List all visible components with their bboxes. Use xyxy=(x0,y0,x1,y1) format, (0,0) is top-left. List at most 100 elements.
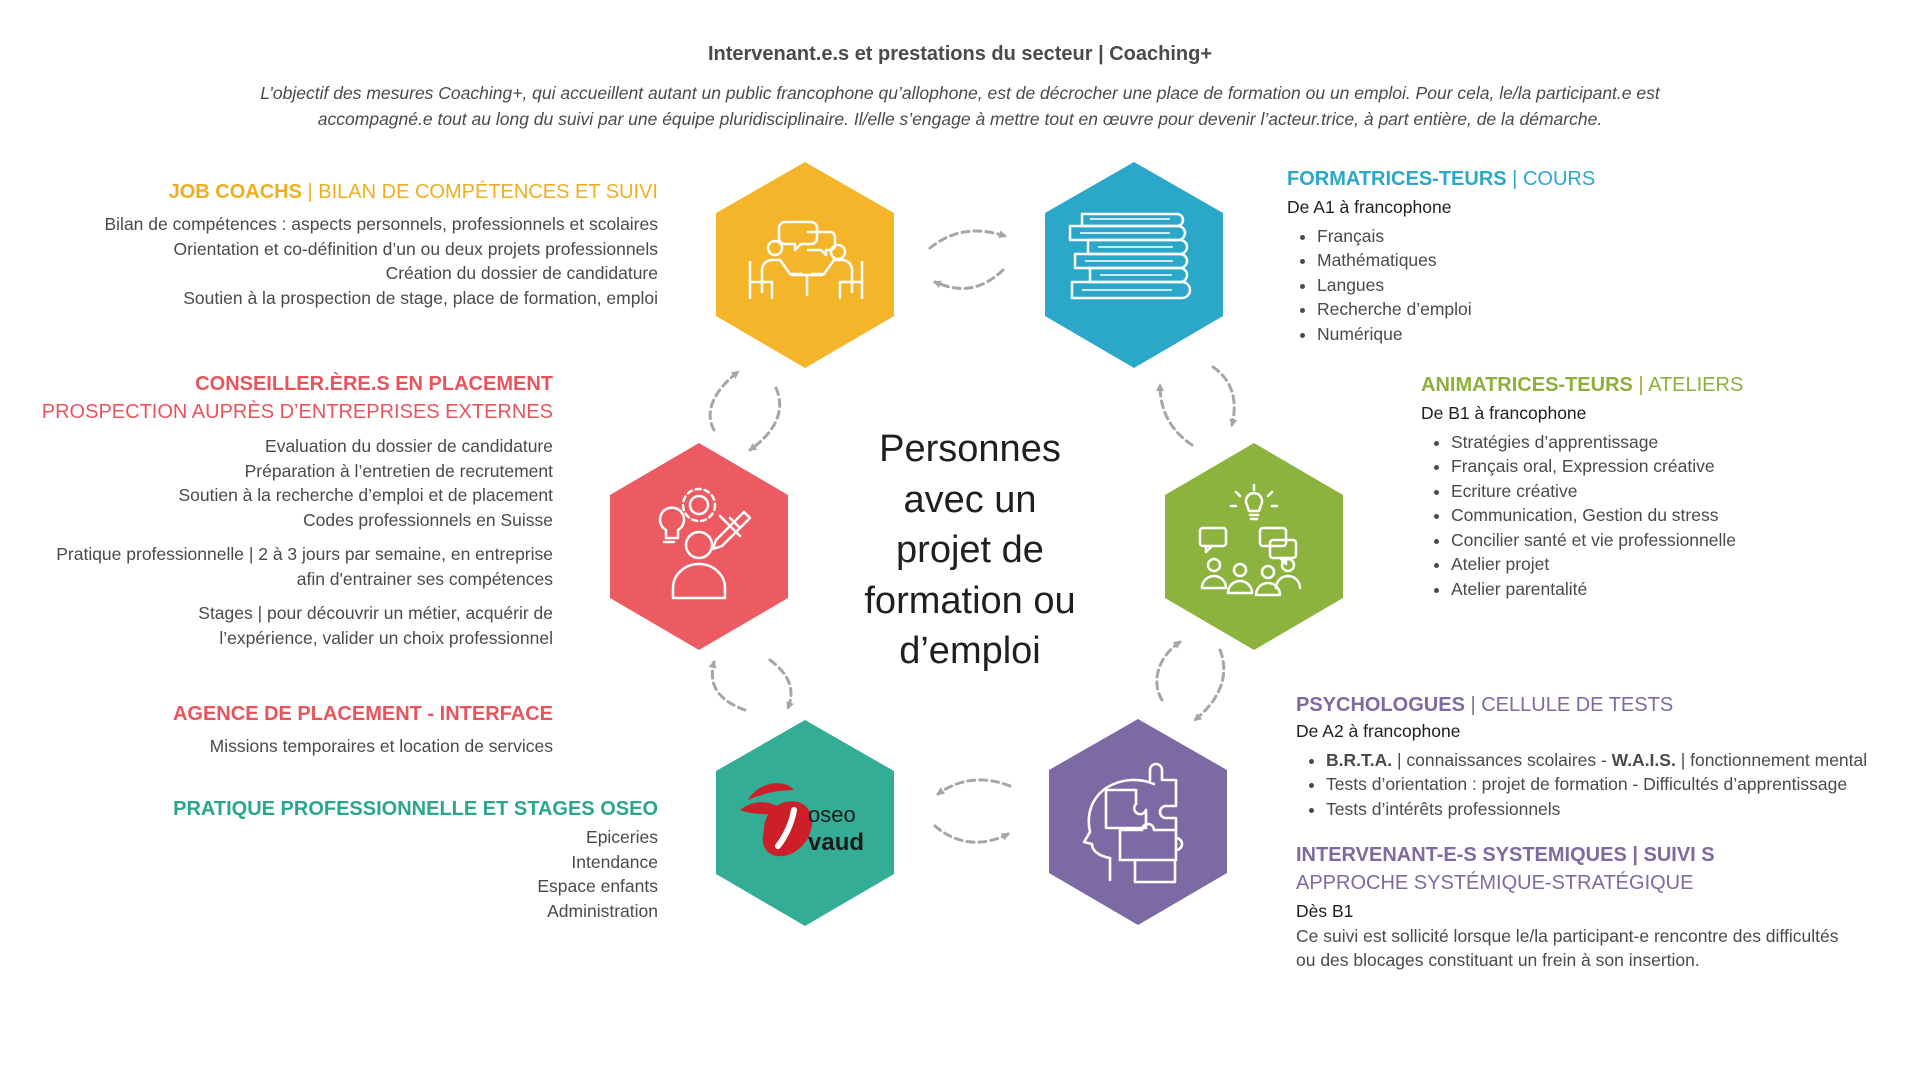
psychologues-heading: PSYCHOLOGUES | CELLULE DE TESTS xyxy=(1296,694,1674,716)
arrow-psychologues-to-animateurs xyxy=(1155,640,1182,702)
oseo-line: Espace enfants xyxy=(537,876,658,896)
books-icon xyxy=(1068,212,1192,300)
oseo-title: PRATIQUE PROFESSIONNELLE ET STAGES OSEO xyxy=(173,798,658,820)
animateurs-subtitle: ATELIERS xyxy=(1648,374,1744,396)
formateurs-subtitle: COURS xyxy=(1522,168,1596,190)
center-line-3: projet de xyxy=(896,529,1044,571)
intro-text: L’objectif des mesures Coaching+, qui ac… xyxy=(120,80,1800,132)
center-line-1: Personnes xyxy=(879,428,1061,470)
conseillers-line: Préparation à l’entretien de recrutement xyxy=(244,460,553,481)
conseillers-subtitle: PROSPECTION AUPRÈS D’ENTREPRISES EXTERNE… xyxy=(41,401,553,423)
oseo-logo-line1: oseo xyxy=(808,802,856,827)
arrow-animateurs-to-formateurs xyxy=(1156,383,1194,447)
arrow-psychologues-to-oseo xyxy=(936,778,1012,796)
list-item: Français xyxy=(1317,224,1595,249)
list-item: Concilier santé et vie professionnelle xyxy=(1451,528,1743,553)
group-discussion-icon xyxy=(1198,483,1302,597)
agence-line: Missions temporaires et location de serv… xyxy=(209,736,553,756)
person-ideas-icon xyxy=(658,487,752,600)
brta-desc: | connaissances scolaires - xyxy=(1392,749,1612,770)
list-item: Langues xyxy=(1317,273,1595,298)
wais-desc: | fonctionnement mental xyxy=(1675,749,1868,770)
agence-heading: AGENCE DE PLACEMENT - INTERFACE xyxy=(173,700,553,728)
oseo-line: Intendance xyxy=(571,851,658,872)
oseo-line: Administration xyxy=(547,900,658,921)
center-label: Personnes avec un projet de formation ou… xyxy=(845,424,1095,677)
list-item: Atelier parentalité xyxy=(1451,577,1743,602)
animateurs-block: ANIMATRICES-TEURS | ATELIERS De B1 à fra… xyxy=(1421,371,1743,601)
job-coachs-block: JOB COACHS | BILAN DE COMPÉTENCES ET SUI… xyxy=(105,178,659,310)
list-item: Mathématiques xyxy=(1317,248,1595,273)
arrow-animateurs-to-psychologues xyxy=(1193,648,1226,722)
arrow-conseillers-to-jobcoach xyxy=(708,370,740,432)
arrow-oseo-to-conseillers xyxy=(708,660,747,712)
agence-title: AGENCE DE PLACEMENT - INTERFACE xyxy=(172,703,553,725)
agence-block: AGENCE DE PLACEMENT - INTERFACE Missions… xyxy=(173,700,553,759)
list-item: Communication, Gestion du stress xyxy=(1451,503,1743,528)
systemiques-subtitle: APPROCHE SYSTÉMIQUE-STRATÉGIQUE xyxy=(1296,872,1694,894)
list-item: Tests d’intérêts professionnels xyxy=(1326,797,1867,822)
list-item: Français oral, Expression créative xyxy=(1451,454,1743,479)
job-coachs-line: Création du dossier de candidature xyxy=(385,263,658,283)
conseillers-title-row: CONSEILLER.ÈRE.S EN PLACEMENT xyxy=(42,370,553,398)
job-coachs-line: Soutien à la prospection de stage, place… xyxy=(183,287,658,308)
psychologues-level: De A2 à francophone xyxy=(1296,721,1461,741)
job-coachs-heading: JOB COACHS | BILAN DE COMPÉTENCES ET SUI… xyxy=(168,181,658,203)
animateurs-heading: ANIMATRICES-TEURS | ATELIERS xyxy=(1421,374,1744,396)
conseillers-line: Soutien à la recherche d’emploi et de pl… xyxy=(178,485,553,505)
list-item: Ecriture créative xyxy=(1451,479,1743,504)
intro-line-1: L’objectif des mesures Coaching+, qui ac… xyxy=(260,83,1660,103)
conseillers-pratique-line: Pratique professionnelle | 2 à 3 jours p… xyxy=(56,544,553,564)
list-item: Recherche d’emploi xyxy=(1317,297,1595,322)
systemiques-heading: INTERVENANT-E-S SYSTEMIQUES | SUIVI S xyxy=(1296,841,1838,869)
psychologues-title: PSYCHOLOGUES xyxy=(1296,694,1465,716)
formateurs-level: De A1 à francophone xyxy=(1287,197,1452,217)
conseillers-block: CONSEILLER.ÈRE.S EN PLACEMENT PROSPECTIO… xyxy=(42,370,553,650)
conseillers-line: Evaluation du dossier de candidature xyxy=(265,436,553,456)
animateurs-level: De B1 à francophone xyxy=(1421,403,1587,423)
arrow-jobcoach-to-conseillers xyxy=(748,386,782,452)
psychologues-list: B.R.T.A. | connaissances scolaires - W.A… xyxy=(1296,748,1867,822)
animateurs-title: ANIMATRICES-TEURS xyxy=(1421,374,1633,396)
arrow-conseillers-to-oseo xyxy=(768,658,794,710)
arrow-formateurs-to-animateurs xyxy=(1211,365,1238,427)
oseo-vaud-logo: oseo vaud xyxy=(740,783,864,857)
arrow-oseo-to-psychologues xyxy=(933,824,1010,844)
oseo-line: Epiceries xyxy=(586,827,658,847)
job-coachs-line: Orientation et co-définition d’un ou deu… xyxy=(173,238,658,259)
meeting-icon xyxy=(748,220,864,300)
systemiques-line: Ce suivi est sollicité lorsque le/la par… xyxy=(1296,925,1839,946)
list-item: B.R.T.A. | connaissances scolaires - W.A… xyxy=(1326,748,1867,773)
conseillers-pratique-line: afin d'entrainer ses compétences xyxy=(296,568,553,589)
arrow-jobcoach-to-formateurs xyxy=(928,229,1007,250)
hexagon-conseillers xyxy=(610,443,788,650)
page-title: Intervenant.e.s et prestations du secteu… xyxy=(707,43,1213,65)
conseillers-stages-line: Stages | pour découvrir un métier, acqué… xyxy=(198,603,553,623)
wais-label: W.A.I.S. xyxy=(1611,749,1676,770)
systemiques-line: ou des blocages constituant un frein à s… xyxy=(1296,950,1700,970)
psychologues-block: PSYCHOLOGUES | CELLULE DE TESTS De A2 à … xyxy=(1296,691,1867,821)
hexagon-formateurs xyxy=(1045,162,1223,368)
job-coachs-title: JOB COACHS xyxy=(168,181,302,203)
center-line-2: avec un xyxy=(903,478,1037,521)
center-line-4: formation ou xyxy=(864,579,1076,622)
list-item: Stratégies d’apprentissage xyxy=(1451,430,1743,455)
hexagon-animateurs xyxy=(1165,443,1343,650)
list-item: Numérique xyxy=(1317,322,1595,347)
oseo-heading: PRATIQUE PROFESSIONNELLE ET STAGES OSEO xyxy=(173,795,658,823)
list-item: Tests d’orientation : projet de formatio… xyxy=(1326,772,1867,797)
systemiques-block: INTERVENANT-E-S SYSTEMIQUES | SUIVI S AP… xyxy=(1296,841,1838,973)
systemiques-title: INTERVENANT-E-S SYSTEMIQUES | SUIVI S xyxy=(1296,844,1715,866)
conseillers-line: Codes professionnels en Suisse xyxy=(302,509,553,530)
oseo-logo-line2: vaud xyxy=(808,829,864,856)
animateurs-list: Stratégies d’apprentissage Français oral… xyxy=(1421,430,1743,602)
job-coachs-subtitle: BILAN DE COMPÉTENCES ET SUIVI xyxy=(318,181,658,203)
arrow-formateurs-to-jobcoach xyxy=(933,268,1005,290)
psychologues-subtitle: CELLULE DE TESTS xyxy=(1481,694,1674,716)
formateurs-list: Français Mathématiques Langues Recherche… xyxy=(1287,224,1595,347)
hexagon-psychologues xyxy=(1049,719,1227,925)
formateurs-title: FORMATRICES-TEURS xyxy=(1287,168,1507,190)
conseillers-stages-line: l’expérience, valider un choix professio… xyxy=(219,627,553,648)
puzzle-head-icon xyxy=(1082,762,1184,884)
